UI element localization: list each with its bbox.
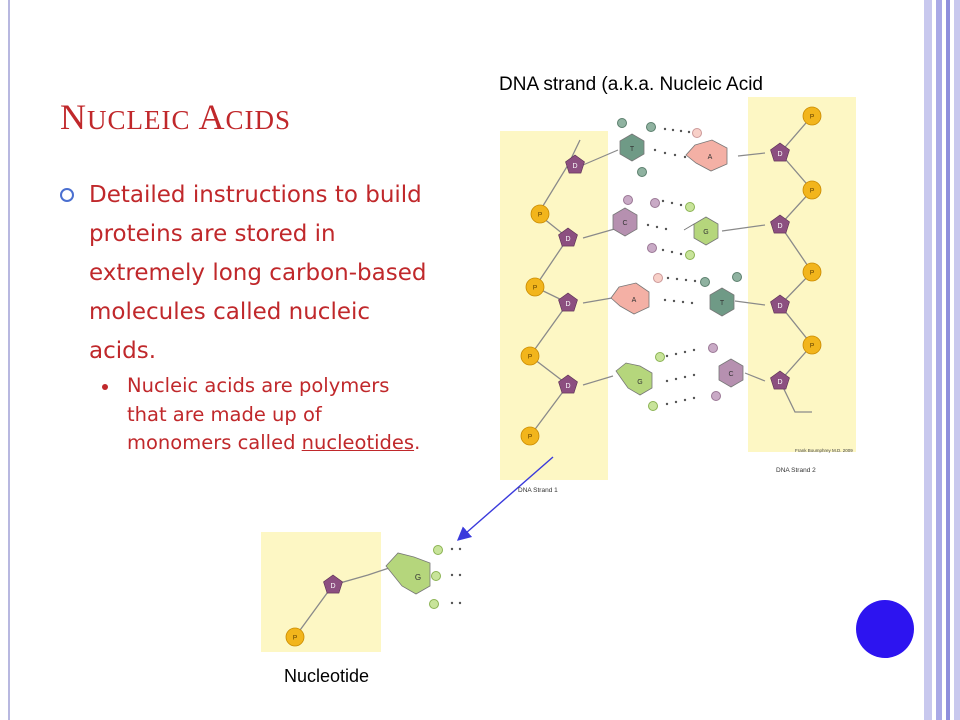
thymine-base-shape-2 xyxy=(709,287,735,317)
phosphate-circle xyxy=(802,335,822,355)
sugar-pentagon xyxy=(323,574,343,594)
nucleotide-guanine-shape xyxy=(385,552,431,595)
adenine-base-shape xyxy=(685,139,728,172)
base-A-top: A xyxy=(685,139,728,172)
base-letter-4: G xyxy=(703,229,708,236)
connectors xyxy=(582,149,766,386)
sugar-letter: D xyxy=(572,163,577,170)
pointer-arrow xyxy=(456,456,554,541)
base-letter-8: C xyxy=(728,371,733,378)
sugar-pentagon xyxy=(770,370,790,390)
sugar-pentagon xyxy=(565,154,585,174)
phosphate-circle xyxy=(530,204,550,224)
phosphate-letter: P xyxy=(528,434,532,441)
dot-bullet-icon xyxy=(102,384,108,390)
base-C-second: C xyxy=(612,207,638,237)
thymine-base-shape xyxy=(619,133,645,162)
sub-bullet-prefix: Nucleic acids are polymers that are made… xyxy=(127,374,390,454)
nucleotide-background xyxy=(261,532,381,652)
base-letter-3: C xyxy=(622,220,627,227)
right-decorative-bars xyxy=(924,0,960,720)
base-A-third: A xyxy=(610,282,650,315)
phosphate-circle xyxy=(525,277,545,297)
sugar-letter: D xyxy=(777,151,782,158)
base-T-third: T xyxy=(709,287,735,317)
base-G-fourth: G xyxy=(615,362,653,396)
guanine-base-shape-2 xyxy=(615,362,653,396)
sugar-letter: D xyxy=(777,223,782,230)
slide-nav-circle[interactable] xyxy=(856,600,914,658)
nucleotide-backbone xyxy=(294,566,393,638)
phosphate-circle xyxy=(802,180,822,200)
phosphate-circle xyxy=(285,627,305,647)
sugar-pentagon xyxy=(770,294,790,314)
sub-bullet-suffix: . xyxy=(414,431,421,454)
cytosine-base-shape xyxy=(612,207,638,237)
sugar-pentagon xyxy=(770,142,790,162)
phosphate-group: P P P P P P P P P xyxy=(285,106,822,647)
nucleotides-link[interactable]: nucleotides xyxy=(301,431,415,454)
base-letter-2: A xyxy=(708,154,713,161)
strand1-background xyxy=(500,131,608,480)
nucleotide-base-letter: G xyxy=(415,573,421,582)
sugar-letter: D xyxy=(565,236,570,243)
phosphate-letter: P xyxy=(810,188,814,195)
base-C-fourth: C xyxy=(718,358,744,388)
sugar-pentagon xyxy=(558,374,578,394)
sugar-letter: D xyxy=(565,301,570,308)
base-T-top: T xyxy=(619,133,645,162)
phosphate-letter: P xyxy=(810,343,814,350)
strand2-backbone xyxy=(779,115,813,413)
phosphate-letter: P xyxy=(810,270,814,277)
adenine-base-shape-2 xyxy=(610,282,650,315)
slide-title: NUCLEIC ACIDS xyxy=(60,96,291,138)
phosphate-circle xyxy=(802,262,822,282)
title-initial-2: A xyxy=(198,97,226,137)
figure-credit: Frank Boumphrey M.D. 2009 xyxy=(795,448,853,453)
phosphate-letter: P xyxy=(293,635,297,642)
sub-bullet-text: Nucleic acids are polymers that are made… xyxy=(102,372,422,458)
phosphate-letter: P xyxy=(810,114,814,121)
title-rest-2: CIDS xyxy=(225,105,292,135)
sugar-letter: D xyxy=(330,583,335,590)
main-bullet: Detailed instructions to build proteins … xyxy=(60,176,430,371)
sugar-pentagon xyxy=(558,227,578,247)
title-rest-1: UCLEIC xyxy=(87,105,191,135)
phosphate-letter: P xyxy=(538,212,542,219)
strand2-background xyxy=(748,97,856,452)
phosphate-letter: P xyxy=(533,285,537,292)
sugar-group: D D D D D D D D D xyxy=(323,142,790,594)
strand1-label: DNA Strand 1 xyxy=(518,487,558,494)
main-bullet-text: Detailed instructions to build proteins … xyxy=(89,182,427,364)
phosphate-circle xyxy=(520,426,540,446)
title-initial-1: N xyxy=(60,97,87,137)
atom-nodes xyxy=(429,118,742,609)
strand2-label: DNA Strand 2 xyxy=(776,467,816,474)
sugar-pentagon xyxy=(770,214,790,234)
nucleotide-caption: Nucleotide xyxy=(284,666,370,686)
hydrogen-bond-dots xyxy=(450,127,697,605)
base-letter-6: T xyxy=(720,300,725,307)
phosphate-letter: P xyxy=(528,354,532,361)
phosphate-circle xyxy=(802,106,822,126)
hollow-bullet-icon xyxy=(60,188,74,202)
guanine-base-shape xyxy=(683,216,719,246)
phosphate-circle xyxy=(520,346,540,366)
dna-strand-caption: DNA strand (a.k.a. Nucleic Acid xyxy=(499,74,763,95)
sub-bullet: Nucleic acids are polymers that are made… xyxy=(102,372,422,458)
cytosine-base-shape-2 xyxy=(718,358,744,388)
left-border-rule xyxy=(8,0,10,720)
sugar-pentagon xyxy=(558,292,578,312)
base-G-second: G xyxy=(683,216,719,246)
base-letter-1: T xyxy=(630,146,635,153)
sugar-letter: D xyxy=(565,383,570,390)
nucleotide-base-G: G xyxy=(385,552,431,595)
base-letter-5: A xyxy=(632,297,637,304)
sugar-letter: D xyxy=(777,379,782,386)
sugar-letter: D xyxy=(777,303,782,310)
base-letter-7: G xyxy=(637,379,642,386)
